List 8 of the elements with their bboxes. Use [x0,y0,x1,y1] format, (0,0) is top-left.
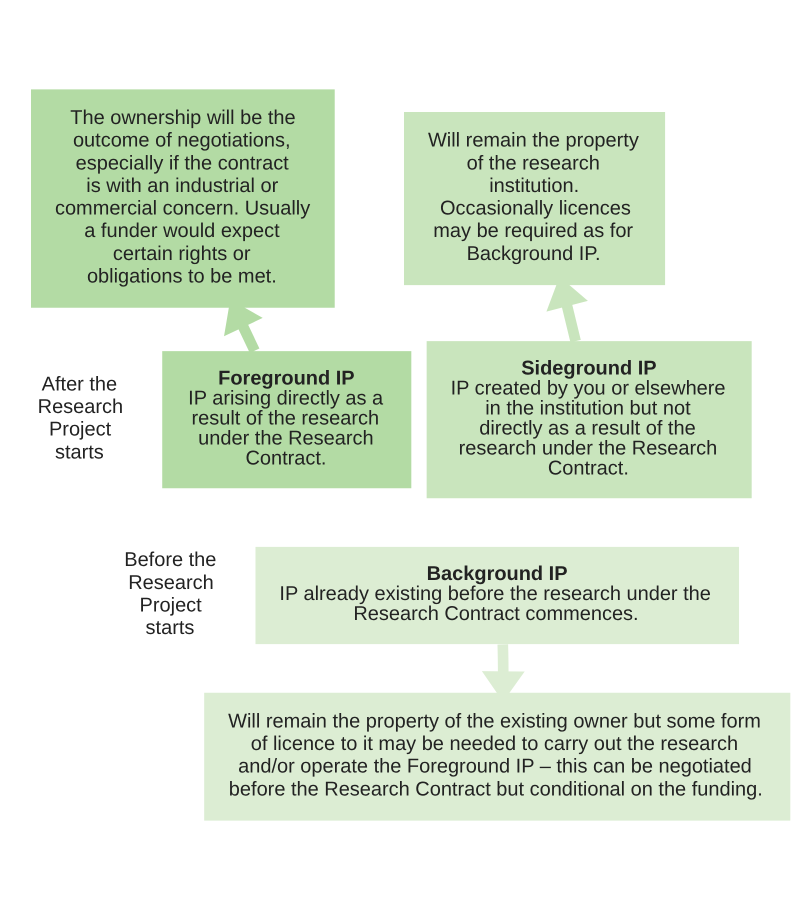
label: After the Research Project starts [38,372,124,463]
node-box: The ownership will be the outcome of negotiations, especially if the contract is with an industrial or commercial concern. Usually a funder would expect certain rights or obligations to be met. [31,88,335,308]
node-box: Background IP IP already existing before the research under the Research Contract commences. [255,546,740,644]
node-box: Will remain the property of the research institution. Occasionally licences may be required as for Background IP. [404,111,666,285]
node-box: Will remain the property of the existing owner but some form of licence to it may be needed to carry out the research and/or operate the Foreground IP – this can be negotiated before the Research Contract but conditional on the funding. [204,692,790,820]
label: Before the Research Project starts [124,548,216,639]
node-box: Foreground IP IP arising directly as a result of the research under the Research Contract. [162,350,412,488]
node-box: Sideground IP IP created by you or elsewhere in the institution but not directly as a result of the research under the Research Contract. [426,340,752,498]
